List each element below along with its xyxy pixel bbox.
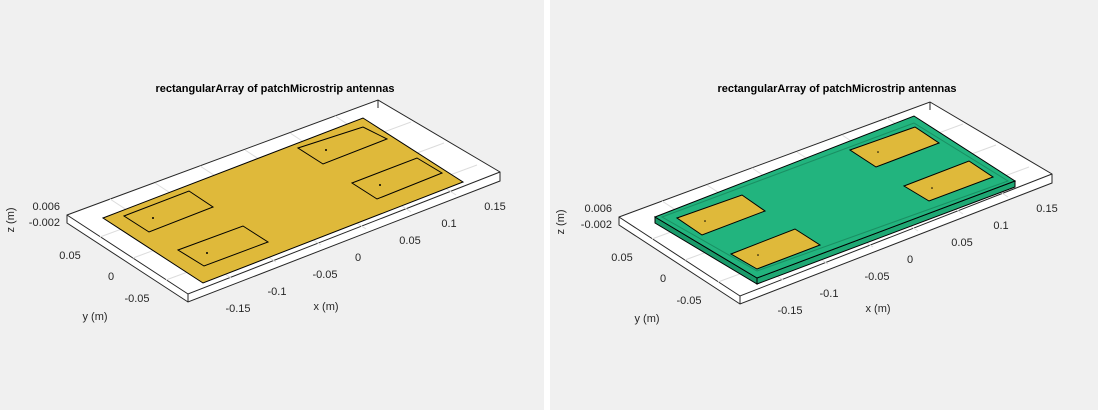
patch-4[interactable] bbox=[902, 160, 995, 202]
x-tick-label: 0.15 bbox=[484, 201, 505, 213]
patch-2[interactable] bbox=[729, 228, 822, 270]
x-tick-label: 0 bbox=[355, 252, 361, 264]
figure-panel-right: rectangularArray of patchMicrostrip ante… bbox=[550, 0, 1098, 410]
z-tick-label: 0.006 bbox=[32, 201, 60, 213]
patch-3[interactable] bbox=[296, 126, 389, 165]
x-tick-label: 0.1 bbox=[993, 220, 1008, 232]
x-tick-label: -0.15 bbox=[777, 305, 802, 317]
patch-2[interactable] bbox=[176, 225, 270, 267]
x-tick-labels: -0.15 -0.1 -0.05 0 0.05 0.1 0.15 bbox=[225, 201, 505, 315]
y-tick-label: 0 bbox=[108, 271, 114, 283]
y-tick-label: -0.05 bbox=[124, 293, 149, 305]
z-tick-labels: -0.002 0.006 bbox=[581, 203, 612, 231]
y-tick-label: 0.05 bbox=[611, 252, 632, 264]
patch-elements bbox=[122, 126, 444, 267]
ground-plane bbox=[101, 117, 465, 284]
feed-points bbox=[152, 149, 381, 254]
axes-3d-left[interactable]: rectangularArray of patchMicrostrip ante… bbox=[0, 0, 544, 410]
x-tick-label: -0.05 bbox=[312, 269, 337, 281]
x-tick-label: 0 bbox=[907, 254, 913, 266]
substrate bbox=[653, 115, 1017, 285]
y-axis-label: y (m) bbox=[634, 313, 659, 325]
x-tick-label: 0.1 bbox=[441, 218, 456, 230]
x-axis-label: x (m) bbox=[313, 301, 338, 313]
x-tick-label: -0.1 bbox=[268, 286, 287, 298]
x-tick-label: 0.15 bbox=[1036, 203, 1057, 215]
z-axis-label: z (m) bbox=[555, 209, 567, 234]
x-axis-label: x (m) bbox=[865, 303, 890, 315]
z-tick-labels: -0.002 0.006 bbox=[29, 201, 60, 229]
axes-3d-right[interactable]: rectangularArray of patchMicrostrip ante… bbox=[550, 0, 1098, 410]
z-axis-label: z (m) bbox=[5, 207, 17, 232]
figure-panel-left: rectangularArray of patchMicrostrip ante… bbox=[0, 0, 544, 410]
z-tick-label: -0.002 bbox=[29, 217, 60, 229]
y-tick-label: 0.05 bbox=[59, 250, 80, 262]
y-axis-label: y (m) bbox=[82, 311, 107, 323]
y-tick-labels: -0.05 0 0.05 bbox=[59, 250, 149, 305]
x-tick-label: -0.05 bbox=[864, 271, 889, 283]
chart-title: rectangularArray of patchMicrostrip ante… bbox=[155, 83, 394, 95]
x-tick-label: -0.1 bbox=[820, 288, 839, 300]
x-tick-label: 0.05 bbox=[951, 237, 972, 249]
chart-title: rectangularArray of patchMicrostrip ante… bbox=[717, 83, 956, 95]
feed-points bbox=[704, 151, 933, 256]
z-tick-label: 0.006 bbox=[584, 203, 612, 215]
x-tick-label: 0.05 bbox=[399, 235, 420, 247]
x-tick-label: -0.15 bbox=[225, 303, 250, 315]
patch-3[interactable] bbox=[848, 126, 941, 168]
x-tick-labels: -0.15 -0.1 -0.05 0 0.05 0.1 0.15 bbox=[777, 203, 1057, 317]
z-tick-label: -0.002 bbox=[581, 219, 612, 231]
patch-elements bbox=[675, 126, 995, 270]
y-tick-label: 0 bbox=[660, 273, 666, 285]
y-tick-labels: -0.05 0 0.05 bbox=[611, 252, 701, 307]
y-tick-label: -0.05 bbox=[676, 295, 701, 307]
patch-4[interactable] bbox=[350, 157, 444, 200]
patch-1[interactable] bbox=[675, 194, 767, 236]
patch-1[interactable] bbox=[122, 190, 215, 233]
